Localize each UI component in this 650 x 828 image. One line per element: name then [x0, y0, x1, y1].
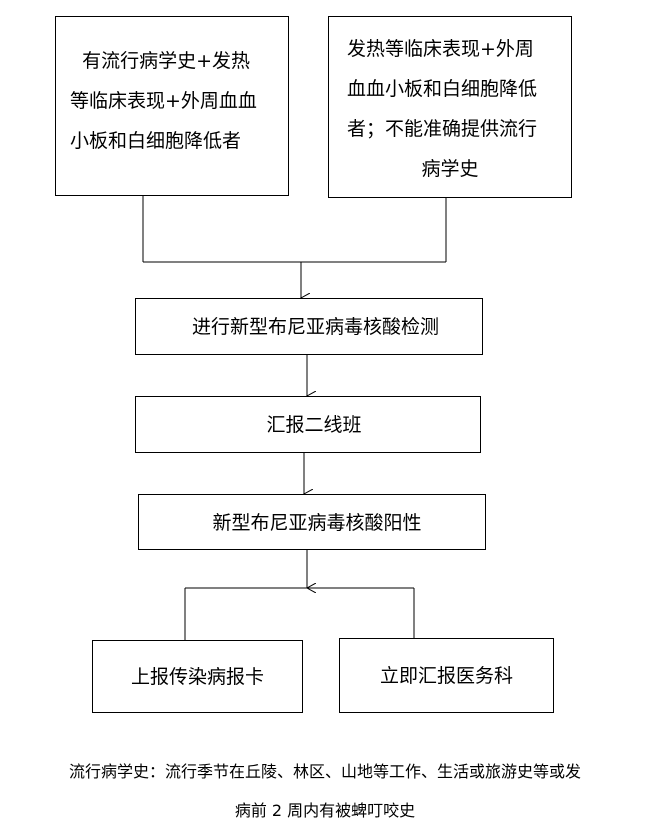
criteria-box-without-epidemiology: 发热等临床表现+外周 血血小板和白细胞降低 者；不能准确提供流行 病学史 — [328, 16, 572, 198]
criteria-a-line-2: 等临床表现+外周血血 — [70, 90, 257, 112]
merge-connector — [142, 195, 447, 263]
nucleic-acid-test-label: 进行新型布尼亚病毒核酸检测 — [192, 316, 440, 338]
criteria-box-with-epidemiology: 有流行病学史+发热 等临床表现+外周血血 小板和白细胞降低者 — [55, 16, 289, 196]
report-second-line-label: 汇报二线班 — [266, 414, 362, 436]
nucleic-acid-positive-label: 新型布尼亚病毒核酸阳性 — [212, 512, 422, 534]
medical-department-report-label: 立即汇报医务科 — [379, 665, 513, 687]
criteria-b-line-2: 血血小板和白细胞降低 — [347, 78, 538, 100]
split-connector — [184, 587, 415, 640]
criteria-a-line-1: 有流行病学史+发热 — [70, 50, 251, 72]
criteria-b-line-1: 发热等临床表现+外周 — [347, 38, 534, 60]
criteria-a-line-3: 小板和白细胞降低者 — [70, 130, 242, 152]
criteria-b-line-3: 者；不能准确提供流行 — [347, 118, 538, 140]
infectious-disease-card-label: 上报传染病报卡 — [130, 666, 264, 688]
nucleic-acid-positive-box: 新型布尼亚病毒核酸阳性 — [138, 494, 486, 550]
footnote-line-2: 病前 2 周内有被蜱叮咬史 — [234, 801, 416, 820]
criteria-b-line-4: 病学史 — [421, 158, 479, 180]
footnote-line-1: 流行病学史：流行季节在丘陵、林区、山地等工作、生活或旅游史等或发 — [68, 762, 581, 781]
nucleic-acid-test-box: 进行新型布尼亚病毒核酸检测 — [135, 298, 483, 355]
report-second-line-box: 汇报二线班 — [135, 396, 481, 453]
medical-department-report-box: 立即汇报医务科 — [339, 638, 554, 713]
infectious-disease-card-box: 上报传染病报卡 — [92, 640, 303, 713]
